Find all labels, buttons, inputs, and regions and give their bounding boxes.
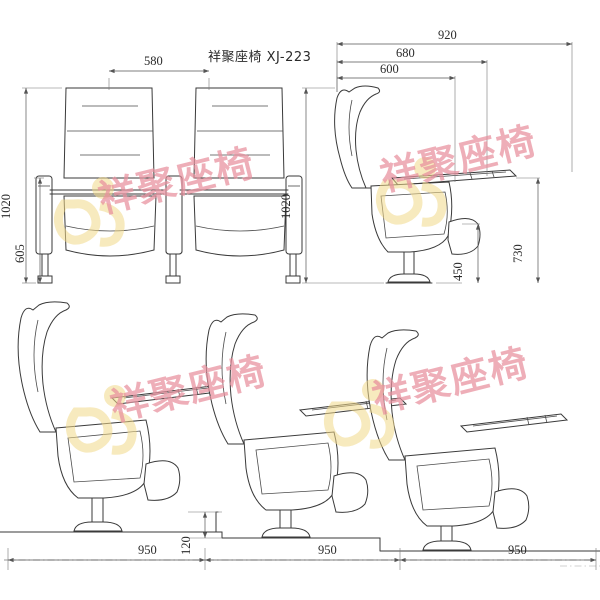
dim-side-total-width: 920 — [438, 28, 457, 42]
dim-row-pitch-2: 950 — [318, 543, 337, 557]
dim-front-back-height: 605 — [13, 244, 27, 263]
dim-row-pitch-3: 950 — [508, 543, 527, 557]
dim-row-pitch-1: 950 — [138, 543, 157, 557]
row-seat-1 — [17, 301, 220, 533]
dim-side-tablet-width: 680 — [396, 46, 415, 60]
dim-row-step-height: 120 — [179, 536, 193, 555]
front-view-group — [22, 68, 303, 284]
dim-side-total-height: 1020 — [279, 194, 293, 219]
row-seat-3 — [366, 329, 569, 552]
dim-side-seat-depth: 600 — [380, 62, 399, 76]
row-view-group — [0, 301, 600, 570]
dim-side-armrest-height: 730 — [511, 244, 525, 263]
drawing-title: 祥聚座椅 XJ-223 — [208, 50, 312, 65]
dim-side-seat-height: 450 — [451, 262, 465, 281]
dim-front-seat-pitch: 580 — [144, 54, 163, 68]
dim-front-total-height: 1020 — [0, 194, 13, 219]
side-view-group — [302, 41, 573, 284]
